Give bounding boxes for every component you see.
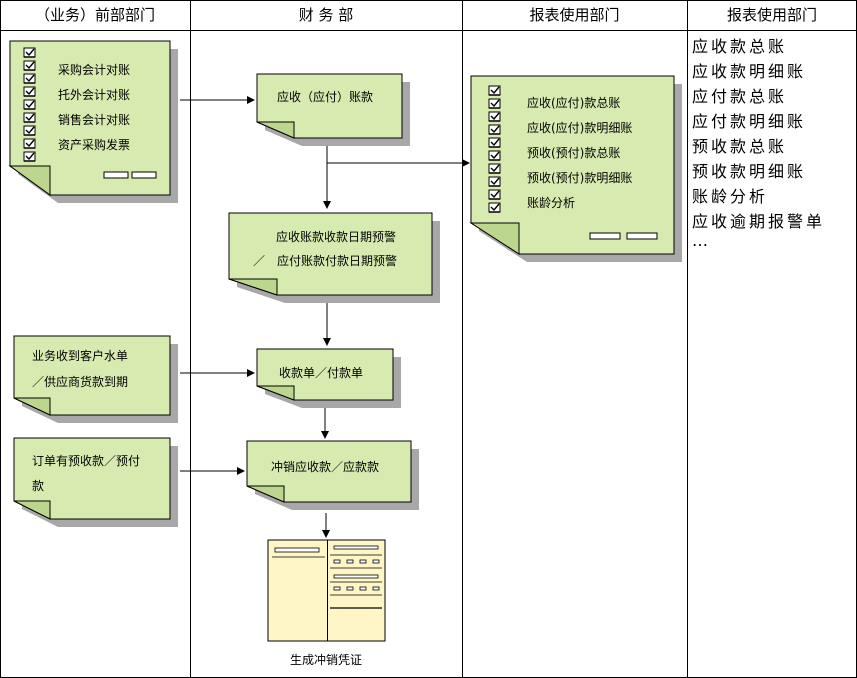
source-item: 采购会计对账 (58, 63, 131, 77)
checkbox-icon (488, 176, 501, 187)
doc-order-prepay (13, 437, 178, 527)
report-list-line: 账龄分析 (692, 187, 769, 206)
receipt-label: 收款单／付款单 (279, 366, 364, 380)
checkbox-icon (488, 124, 501, 135)
doc-receipt (256, 348, 401, 408)
source-item: 托外会计对账 (58, 88, 131, 102)
column-header-finance: 财 务 部 (298, 6, 354, 24)
order-prepay-line: 订单有预收款／预付 (32, 454, 141, 468)
report-item: 预收(预付)款总账 (527, 146, 621, 160)
doc-reports (469, 75, 682, 262)
ar-ap-label: 应收（应付）账款 (277, 90, 374, 104)
checkbox-icon (488, 189, 501, 200)
report-list-line: 应收款明细账 (692, 62, 807, 81)
report-list-line: 应付款总账 (692, 87, 788, 106)
report-list-line: 应收逾期报警单 (692, 212, 826, 231)
checkbox-icon (488, 111, 501, 122)
report-list-line: … (692, 231, 711, 250)
checkbox-icon (23, 138, 36, 149)
receipt-notice-line: 业务收到客户水单 (32, 349, 129, 363)
checkbox-icon (23, 99, 36, 110)
voucher-caption: 生成冲销凭证 (290, 653, 363, 667)
checkbox-icon (23, 86, 36, 97)
receipt-notice-line: ／供应商货款到期 (32, 375, 129, 389)
checkbox-icon (23, 47, 36, 58)
checkbox-icon (488, 202, 501, 213)
column-header-report-dept: 报表使用部门 (529, 6, 620, 24)
column-header-report-list: 报表使用部门 (726, 6, 817, 24)
checkbox-icon (488, 163, 501, 174)
order-prepay-line: 款 (32, 479, 45, 493)
checkbox-icon (488, 98, 501, 109)
source-item: 销售会计对账 (58, 113, 131, 127)
connectors (180, 96, 470, 538)
doc-source-list (8, 40, 178, 203)
warning-line: 应收账款收款日期预警 (276, 230, 397, 244)
column-header-business: （业务）前部部门 (34, 6, 155, 24)
checkbox-icon (488, 137, 501, 148)
checkbox-icon (488, 85, 501, 96)
report-item: 应收(应付)款明细账 (527, 121, 633, 135)
doc-offset (246, 440, 419, 510)
report-list-line: 应付款明细账 (692, 112, 807, 131)
source-item: 资产采购发票 (58, 138, 131, 152)
report-item: 预收(预付)款明细账 (527, 171, 633, 185)
checkbox-icon (23, 151, 36, 162)
doc-receipt-notice (13, 335, 178, 423)
report-item: 账龄分析 (527, 196, 576, 210)
report-list-line: 预收款明细账 (692, 162, 807, 181)
checkbox-icon (23, 73, 36, 84)
doc-ar-ap (256, 73, 410, 146)
warning-line: ／ 应付账款付款日期预警 (253, 254, 398, 268)
report-list-line: 预收款总账 (692, 137, 788, 156)
report-list-line: 应收款总账 (692, 37, 788, 56)
checkbox-icon (488, 150, 501, 161)
report-item: 应收(应付)款总账 (527, 96, 621, 110)
doc-warning (228, 212, 440, 303)
checkbox-icon (23, 125, 36, 136)
offset-label: 冲销应收款／应款款 (271, 460, 380, 474)
checkbox-icon (23, 60, 36, 71)
checkbox-icon (23, 112, 36, 123)
voucher-icon (267, 539, 386, 642)
